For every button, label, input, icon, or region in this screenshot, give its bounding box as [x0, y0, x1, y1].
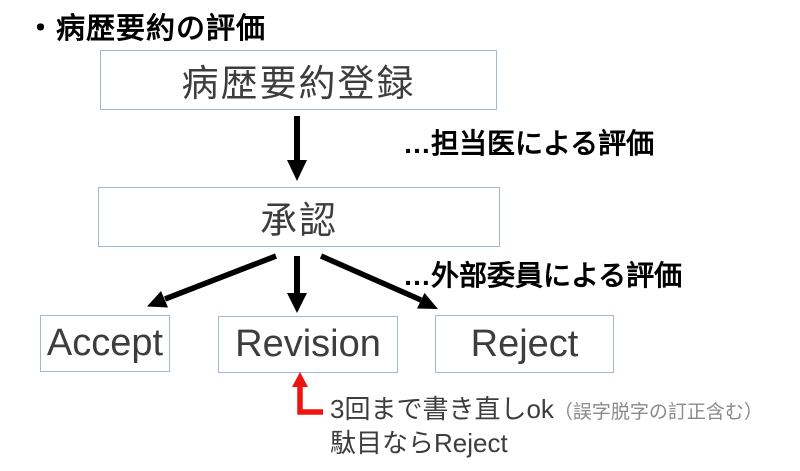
flow-box-accept-label: Accept — [46, 322, 164, 364]
flow-box-accept: Accept — [40, 315, 170, 372]
rewrite-note-main: 3回まで書き直しok — [330, 394, 554, 424]
reject-note-main: 駄目ならReject — [330, 428, 508, 458]
page-title: ・病歴要約の評価 — [26, 13, 267, 45]
rewrite-note-line: 3回まで書き直しok（誤字脱字の訂正含む） — [330, 389, 763, 426]
arrow-approval-to-accept-icon — [147, 253, 277, 308]
flow-box-registration-label: 病歴要約登録 — [181, 63, 416, 104]
flow-box-revision-label: Revision — [235, 323, 381, 365]
arrow-registration-to-approval-icon — [287, 116, 307, 181]
flow-box-revision: Revision — [218, 316, 398, 373]
rewrite-note-detail: （誤字脱字の訂正含む） — [553, 402, 763, 423]
flow-box-reject-label: Reject — [470, 322, 579, 365]
flow-box-approval: 承認 — [98, 187, 500, 247]
flow-box-reject: Reject — [435, 315, 614, 373]
arrow-note-to-revision-icon — [292, 372, 323, 415]
doctor-evaluation-label: …担当医による評価 — [403, 128, 655, 159]
flow-box-approval-label: 承認 — [260, 200, 338, 241]
external-evaluation-label: …外部委員による評価 — [403, 260, 683, 291]
arrow-approval-to-revision-icon — [287, 256, 307, 313]
reject-note-line: 駄目ならReject — [330, 423, 508, 460]
flow-box-registration: 病歴要約登録 — [100, 50, 497, 110]
